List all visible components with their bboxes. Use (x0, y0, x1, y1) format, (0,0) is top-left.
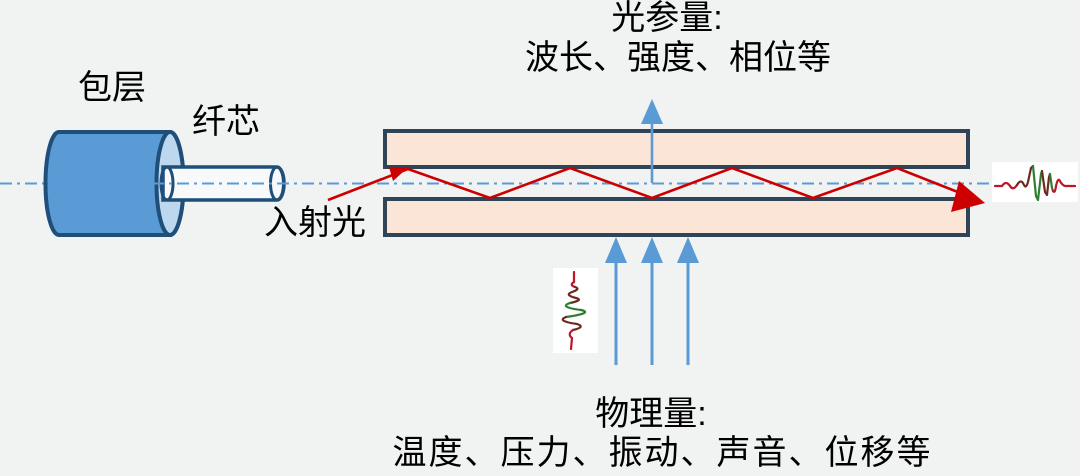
input-signal-waveform-icon (553, 268, 598, 353)
physical-params-items: 温度、压力、振动、声音、位移等 (392, 434, 933, 472)
optical-params-items: 波长、强度、相位等 (525, 39, 831, 77)
output-ray-arrowhead (951, 181, 985, 212)
incident-ray-arrowhead (389, 167, 408, 181)
fiber-top-cladding (383, 129, 970, 169)
incident-light-label: 入射光 (264, 204, 366, 242)
physical-params-title: 物理量: (595, 395, 707, 433)
physical-input-arrow-1 (605, 237, 627, 365)
physical-input-arrow-3 (677, 237, 699, 365)
fiber-bottom-cladding (383, 197, 970, 237)
light-ray-zigzag (327, 166, 979, 202)
optical-output-arrow-head (641, 99, 663, 124)
output-signal-waveform-icon (992, 162, 1078, 202)
optical-params-title: 光参量: (611, 0, 723, 37)
cladding-label: 包层 (78, 69, 146, 107)
physical-input-arrow-2 (641, 237, 663, 365)
core-label: 纤芯 (192, 103, 260, 141)
